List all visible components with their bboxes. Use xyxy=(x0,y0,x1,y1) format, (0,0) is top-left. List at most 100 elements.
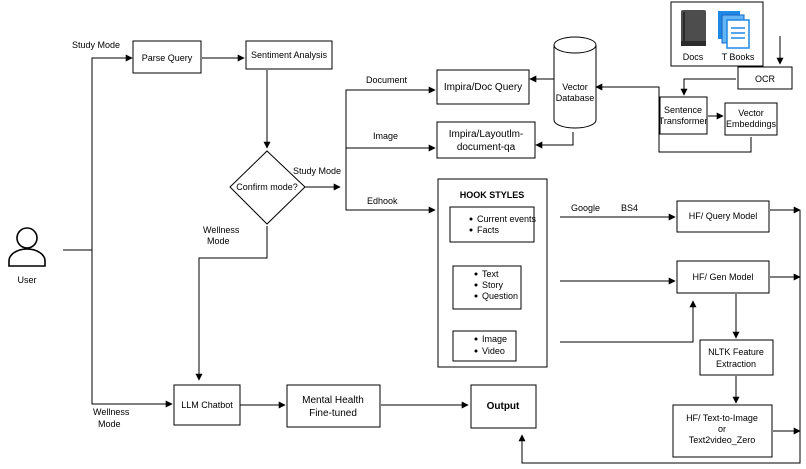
edge-label-wellness-2: Mode xyxy=(207,236,230,246)
edges xyxy=(63,36,801,464)
impira-layoutlm-node: Impira/Layoutlm- document-qa xyxy=(436,121,536,159)
edge-hook-video-to-gen xyxy=(560,300,697,343)
t-books-label: T Books xyxy=(722,52,755,62)
user-node: User xyxy=(8,227,46,285)
llm-chatbot-node: LLM Chatbot xyxy=(173,384,241,426)
sentiment-box xyxy=(245,40,333,70)
sentiment-label: Sentiment Analysis xyxy=(251,50,328,60)
edge-user-fork xyxy=(63,57,172,404)
edge-label-document: Document xyxy=(366,75,408,85)
mental-health-label-2: Fine-tuned xyxy=(309,408,357,419)
edge-rail-to-output xyxy=(518,210,801,464)
nltk-box xyxy=(699,339,774,376)
hf-gen-model-label: HF/ Gen Model xyxy=(692,272,753,282)
edge-labels: Study Mode Study Mode Wellness Mode Well… xyxy=(72,40,638,429)
hook-group-2-item-3: Question xyxy=(482,291,518,301)
llm-chatbot-label: LLM Chatbot xyxy=(181,400,233,410)
hf-t2i-box xyxy=(672,404,773,458)
user-label: User xyxy=(17,275,36,285)
edge-label-wellness-bottom-2: Mode xyxy=(98,419,121,429)
bullet-icon xyxy=(474,337,478,341)
hf-gen-model-box xyxy=(676,260,770,294)
impira-layoutlm-label-2: document-qa xyxy=(457,142,516,153)
hook-group-3-item-1: Image xyxy=(482,334,507,344)
parse-query-label: Parse Query xyxy=(142,53,193,63)
ocr-box xyxy=(737,66,793,90)
edge-label-edhook: Edhook xyxy=(367,196,398,206)
confirm-mode-label: Confirm mode? xyxy=(236,182,298,192)
edge-label-study-mode: Study Mode xyxy=(72,40,120,50)
bullet-icon xyxy=(474,294,478,298)
impira-doc-query-box xyxy=(436,69,530,105)
docs-container: Docs T Books xyxy=(670,1,764,67)
vector-database-label-1: Vector xyxy=(562,82,588,92)
edge-label-wellness-bottom-1: Wellness xyxy=(93,407,130,417)
edge-fork-edhook xyxy=(345,187,436,214)
edge-label-study-mode-right: Study Mode xyxy=(293,166,341,176)
edge-label-google: Google xyxy=(571,203,600,213)
bullet-icon xyxy=(474,272,478,276)
ocr-node: OCR xyxy=(737,66,793,90)
bullet-icon xyxy=(474,283,478,287)
impira-doc-query-label: Impira/Doc Query xyxy=(444,82,522,93)
edge-confirm-wellness xyxy=(195,226,268,381)
hook-group-1-item-1: Current events xyxy=(477,214,537,224)
mental-health-node: Mental Health Fine-tuned xyxy=(286,384,381,428)
hf-query-model-box xyxy=(676,200,770,233)
hf-query-model-label: HF/ Query Model xyxy=(689,211,758,221)
vector-embeddings-label-2: Embeddings xyxy=(726,119,777,129)
edge-ve-to-db xyxy=(595,83,752,153)
hf-t2i-label-2: or xyxy=(718,424,726,434)
hook-styles-node: HOOK STYLES Current events Facts Text St… xyxy=(437,178,548,368)
nltk-label-1: NLTK Feature xyxy=(708,347,764,357)
hf-query-model-node: HF/ Query Model xyxy=(676,200,770,233)
sentence-transformer-label-1: Sentence xyxy=(664,105,702,115)
sentence-transformer-label-2: Transformer xyxy=(659,116,708,126)
edge-label-bs4: BS4 xyxy=(621,203,638,213)
edge-db-to-layoutlm xyxy=(535,132,574,149)
impira-doc-query-node: Impira/Doc Query xyxy=(436,69,530,105)
hook-group-1-box xyxy=(449,206,535,243)
parse-query-box xyxy=(132,40,202,74)
parse-query-node: Parse Query xyxy=(132,40,202,74)
impira-layoutlm-box xyxy=(436,121,536,159)
hook-group-2-item-1: Text xyxy=(482,269,499,279)
hook-group-3-box xyxy=(452,330,517,362)
bullet-icon xyxy=(469,217,473,221)
output-node: Output xyxy=(470,384,537,429)
bullet-icon xyxy=(469,228,473,232)
sentence-transformer-box xyxy=(659,96,708,135)
vector-database-top xyxy=(553,36,597,54)
vector-database-label-2: Database xyxy=(556,93,595,103)
book-icon xyxy=(681,10,706,46)
mental-health-box xyxy=(286,384,381,428)
docs-label: Docs xyxy=(683,52,704,62)
vector-embeddings-label-1: Vector xyxy=(738,108,764,118)
hf-t2i-label-1: HF/ Text-to-Image xyxy=(686,413,758,423)
user-body-icon xyxy=(8,248,46,267)
hf-t2i-label-3: Text2video_Zero xyxy=(689,435,756,445)
vector-embeddings-box xyxy=(724,102,778,136)
vector-database-cylinder xyxy=(553,45,597,129)
edge-label-image: Image xyxy=(373,131,398,141)
edge-fork-document xyxy=(345,86,436,187)
vector-embeddings-node: Vector Embeddings xyxy=(724,102,778,136)
output-box xyxy=(470,384,537,429)
edge-label-wellness-1: Wellness xyxy=(203,225,240,235)
confirm-mode-node: Confirm mode? xyxy=(229,150,306,225)
ocr-label: OCR xyxy=(755,74,776,84)
edge-ocr-to-st xyxy=(680,78,736,96)
hook-group-2-box xyxy=(452,265,522,310)
impira-layoutlm-label-1: Impira/Layoutlm- xyxy=(449,129,523,140)
bullet-icon xyxy=(474,349,478,353)
mental-health-label-1: Mental Health xyxy=(302,395,364,406)
llm-chatbot-box xyxy=(173,384,241,426)
sentence-transformer-node: Sentence Transformer xyxy=(659,96,708,135)
hook-styles-title: HOOK STYLES xyxy=(460,190,525,200)
user-head-icon xyxy=(16,227,38,249)
nltk-node: NLTK Feature Extraction xyxy=(699,339,774,376)
hook-group-3-item-2: Video xyxy=(482,346,505,356)
hf-t2i-node: HF/ Text-to-Image or Text2video_Zero xyxy=(672,404,773,458)
confirm-mode-diamond xyxy=(229,150,306,225)
